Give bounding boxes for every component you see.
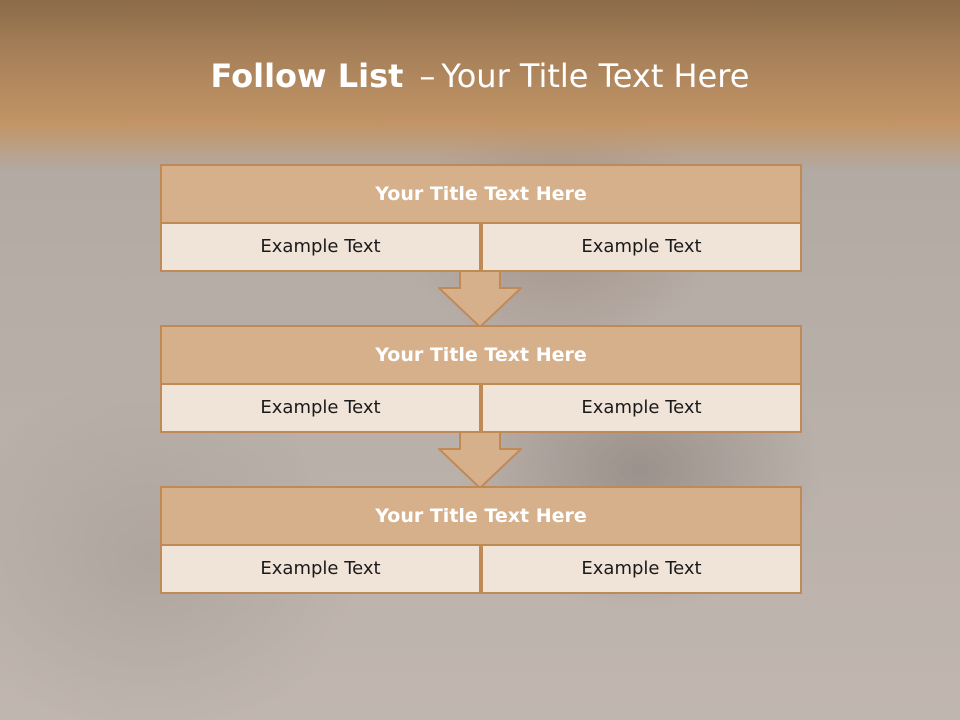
block-title[interactable]: Your Title Text Here bbox=[160, 164, 802, 224]
block-title[interactable]: Your Title Text Here bbox=[160, 325, 802, 385]
block-cell-left[interactable]: Example Text bbox=[160, 544, 481, 594]
list-block-1: Your Title Text Here Example Text Exampl… bbox=[160, 164, 802, 272]
block-cell-right[interactable]: Example Text bbox=[481, 383, 802, 433]
list-block-2: Your Title Text Here Example Text Exampl… bbox=[160, 325, 802, 433]
block-cell-right[interactable]: Example Text bbox=[481, 222, 802, 272]
block-cell-left[interactable]: Example Text bbox=[160, 222, 481, 272]
down-arrow-icon bbox=[438, 431, 522, 489]
block-cell-left[interactable]: Example Text bbox=[160, 383, 481, 433]
slide-title: Follow List–Your Title Text Here bbox=[0, 52, 960, 100]
block-title[interactable]: Your Title Text Here bbox=[160, 486, 802, 546]
down-arrow-icon bbox=[438, 270, 522, 328]
list-block-3: Your Title Text Here Example Text Exampl… bbox=[160, 486, 802, 594]
header-band bbox=[0, 0, 960, 170]
slide-title-separator: – bbox=[419, 57, 436, 95]
slide-title-bold: Follow List bbox=[210, 57, 404, 95]
block-cell-right[interactable]: Example Text bbox=[481, 544, 802, 594]
slide-title-rest: Your Title Text Here bbox=[441, 57, 750, 95]
